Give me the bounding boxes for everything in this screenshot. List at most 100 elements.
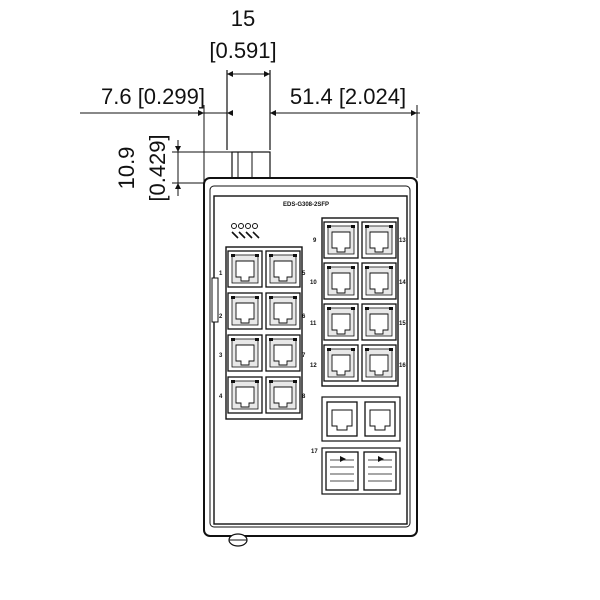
- port-label-right-a: 12: [310, 363, 317, 369]
- clip-height-mm: 10.9: [114, 147, 139, 190]
- sfp-port-label: 17: [311, 449, 318, 455]
- rj45-led: [293, 296, 297, 299]
- rj45-jack: [331, 354, 351, 376]
- rj45-port: [323, 344, 359, 382]
- housing-inner: [209, 185, 411, 528]
- left-port-block: [225, 246, 303, 420]
- led-legs: [231, 231, 260, 239]
- clip-height-arrow-top: [175, 146, 181, 152]
- sfp-arrow-icon: [378, 456, 384, 462]
- rj45-led: [231, 338, 235, 341]
- port-label-left: 4: [219, 394, 223, 400]
- left-offset-label: 7.6 [0.299]: [101, 84, 205, 109]
- sfp-arrow-icon: [340, 456, 346, 462]
- left-port-frame: [225, 246, 303, 420]
- front-panel: [213, 195, 408, 525]
- body-width-label: 51.4 [2.024]: [290, 84, 406, 109]
- port-label-right-b: 15: [399, 321, 406, 327]
- rj45-led: [231, 254, 235, 257]
- rj45-led: [389, 348, 393, 351]
- rj45-jack: [331, 313, 351, 335]
- sfp-frame: [321, 447, 401, 495]
- body-width-arrow-right: [411, 110, 417, 116]
- port-label-left: 1: [219, 271, 223, 277]
- sfp-port: [363, 451, 397, 491]
- led-icon: [238, 223, 244, 229]
- rj45-led: [389, 225, 393, 228]
- rj45-port: [227, 376, 263, 414]
- body-width-arrow-left: [270, 110, 276, 116]
- rj45-port: [361, 262, 397, 300]
- rj45-led: [269, 380, 273, 383]
- clip-height-arrow-bottom: [175, 183, 181, 189]
- port-label-right-b: 16: [399, 363, 406, 369]
- rj45-led: [351, 225, 355, 228]
- rj45-port: [265, 334, 301, 372]
- port-label-mid: 5: [302, 271, 306, 277]
- port-label-right-b: 14: [399, 280, 406, 286]
- model-label: EDS-G308-2SFP: [283, 202, 329, 208]
- combo-rj45-jack: [369, 409, 391, 431]
- rj45-led: [269, 254, 273, 257]
- rj45-led: [327, 348, 331, 351]
- rj45-jack: [273, 302, 293, 324]
- rj45-port: [361, 221, 397, 259]
- rj45-port: [361, 303, 397, 341]
- port-label-mid: 7: [302, 353, 306, 359]
- rj45-led: [351, 348, 355, 351]
- rj45-led: [351, 266, 355, 269]
- rj45-led: [365, 266, 369, 269]
- side-notch: [211, 277, 219, 323]
- rj45-jack: [235, 386, 255, 408]
- rj45-port: [227, 292, 263, 330]
- port-label-left: 2: [219, 314, 223, 320]
- rj45-led: [293, 254, 297, 257]
- rj45-led: [389, 307, 393, 310]
- combo-rj45-port: [364, 401, 396, 437]
- rj45-led: [293, 338, 297, 341]
- rj45-led: [365, 225, 369, 228]
- rj45-port: [361, 344, 397, 382]
- body-width-dimension: 51.4 [2.024]: [270, 84, 420, 178]
- rj45-jack: [273, 344, 293, 366]
- top-width-mm: 15: [231, 6, 255, 31]
- rj45-port: [265, 250, 301, 288]
- rj45-led: [255, 254, 259, 257]
- rj45-jack: [369, 272, 389, 294]
- rj45-led: [255, 296, 259, 299]
- led-icon: [231, 223, 237, 229]
- rj45-jack: [369, 313, 389, 335]
- port-label-mid: 8: [302, 394, 306, 400]
- port-label-right-a: 9: [313, 238, 317, 244]
- combo-ports: [321, 396, 401, 442]
- switch-housing: EDS-G308-2SFP 1 2 3 4 5 6 7 8 9 10 11 12…: [203, 177, 418, 547]
- rj45-led: [389, 266, 393, 269]
- top-width-inch: [0.591]: [209, 38, 276, 63]
- rj45-led: [327, 266, 331, 269]
- rj45-port: [227, 334, 263, 372]
- rj45-jack: [235, 260, 255, 282]
- rj45-led: [269, 296, 273, 299]
- led-icon: [245, 223, 251, 229]
- rj45-port: [323, 262, 359, 300]
- rj45-led: [365, 348, 369, 351]
- right-port-block: [321, 217, 399, 387]
- port-label-right-a: 11: [310, 321, 317, 327]
- rj45-led: [231, 296, 235, 299]
- combo-frame: [321, 396, 401, 442]
- rj45-led: [231, 380, 235, 383]
- port-label-mid: 6: [302, 314, 306, 320]
- left-offset-dimension: 7.6 [0.299]: [80, 84, 233, 185]
- rj45-jack: [273, 386, 293, 408]
- right-port-frame: [321, 217, 399, 387]
- combo-rj45-jack: [331, 409, 353, 431]
- led-indicators: [231, 223, 260, 239]
- rj45-led: [365, 307, 369, 310]
- top-dimension-group: 15 [0.591]: [209, 6, 277, 150]
- port-label-left: 3: [219, 353, 223, 359]
- rj45-port: [227, 250, 263, 288]
- rj45-led: [255, 380, 259, 383]
- rj45-jack: [369, 354, 389, 376]
- port-label-right-a: 10: [310, 280, 317, 286]
